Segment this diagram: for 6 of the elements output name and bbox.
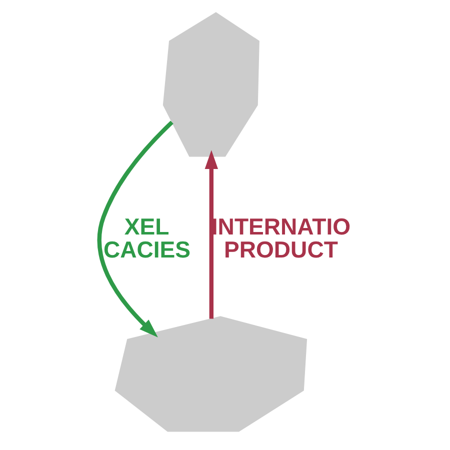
node-picture (114, 316, 308, 432)
arrow (204, 150, 218, 319)
edge-label: INTERNATIO PRODUCT (211, 214, 351, 263)
arrow (97, 120, 174, 338)
edge-label: XEL CACIES (103, 214, 191, 263)
node-picture (162, 12, 260, 157)
